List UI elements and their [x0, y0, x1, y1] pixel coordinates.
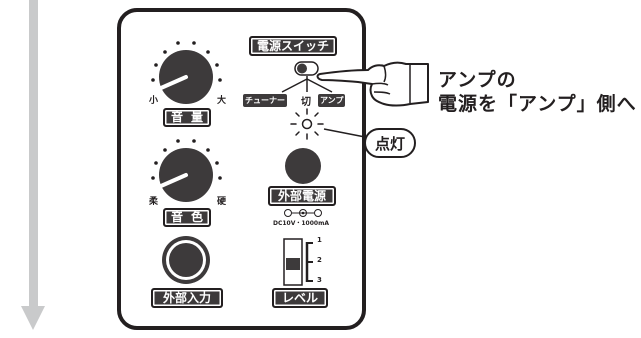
power-switch-label: 電源スイッチ — [249, 36, 337, 56]
level-tick-3: 3 — [317, 276, 322, 284]
instruction-text: アンプの 電源を「アンプ」側へ — [438, 68, 637, 116]
badge-pointer — [323, 128, 366, 138]
level-label: レベル — [272, 288, 328, 308]
tone-knob[interactable] — [140, 132, 230, 222]
lamp-lit-badge: 点灯 — [364, 128, 416, 158]
external-power-jack[interactable] — [281, 144, 325, 188]
control-panel — [117, 8, 366, 330]
switch-pos-off: 切 — [301, 97, 311, 108]
external-input-label: 外部入力 — [151, 288, 223, 308]
pointing-hand-icon — [316, 61, 429, 107]
level-switch[interactable] — [283, 238, 323, 288]
volume-min-label: 小 — [149, 96, 159, 106]
level-tick-1: 1 — [317, 236, 322, 244]
power-indicator-lamp — [290, 108, 324, 140]
volume-max-label: 大 — [217, 96, 227, 106]
external-input-jack[interactable] — [160, 234, 212, 286]
switch-pos-amp: アンプ — [318, 94, 346, 107]
external-power-label: 外部電源 — [268, 186, 336, 206]
tone-min-label: 柔 — [149, 197, 159, 207]
flow-arrow — [21, 0, 45, 330]
instruction-line-1: アンプの — [438, 69, 517, 91]
tone-label: 音色 — [163, 208, 211, 227]
level-tick-2: 2 — [317, 256, 322, 264]
polarity-icon — [284, 209, 322, 217]
tone-max-label: 硬 — [217, 197, 227, 207]
switch-pos-tuner: チューナー — [243, 94, 287, 107]
volume-label: 音量 — [163, 108, 211, 127]
power-spec: DC10V・1000mA — [273, 220, 329, 227]
power-switch[interactable] — [294, 60, 320, 78]
volume-knob[interactable] — [140, 34, 230, 124]
switch-position-lines — [281, 76, 333, 93]
instruction-line-2: 電源を「アンプ」側へ — [438, 93, 637, 115]
